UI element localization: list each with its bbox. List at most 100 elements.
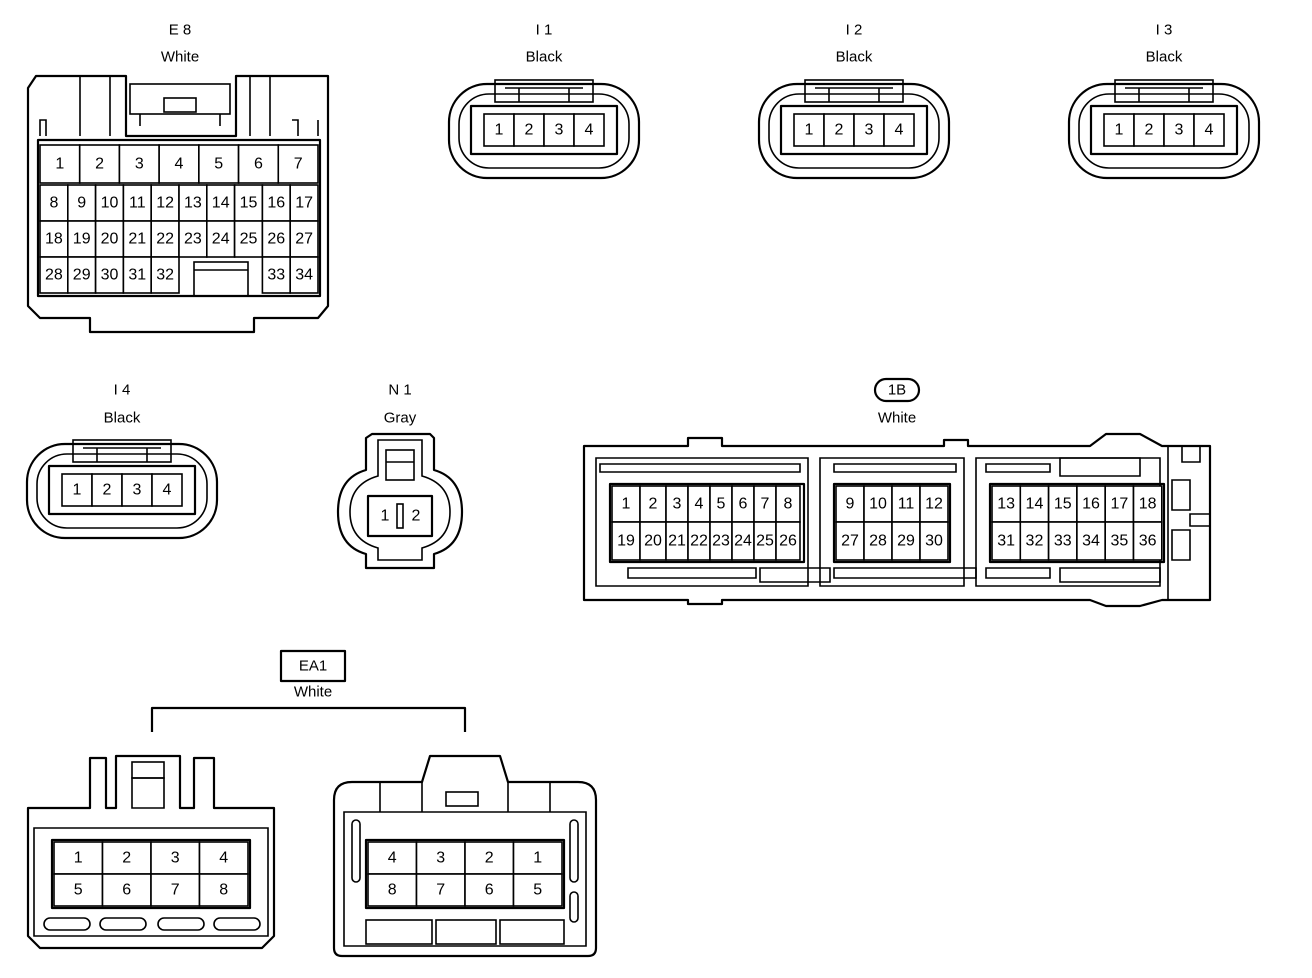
connector-i2-pin: 2 bbox=[835, 122, 844, 139]
connector-ea1-left-pin-cell bbox=[101, 841, 152, 875]
connector-ea1-left-pin: 3 bbox=[171, 850, 180, 867]
connector-1b-pin: 16 bbox=[1082, 496, 1100, 513]
connector-e8-pin: 24 bbox=[212, 231, 230, 248]
connector-i2-pin: 4 bbox=[895, 122, 904, 139]
connector-i4-pin: 3 bbox=[133, 482, 142, 499]
connector-e8-pin-cell bbox=[158, 144, 200, 184]
connector-ea1-color: White bbox=[294, 684, 332, 701]
connector-e8-pin: 26 bbox=[267, 231, 285, 248]
connector-ea1-left-pin-cell bbox=[53, 841, 104, 875]
connector-1b-pin-cell bbox=[1104, 521, 1135, 561]
connector-i1-code: I 1 bbox=[536, 22, 553, 39]
connector-i3-pin: 1 bbox=[1115, 122, 1124, 139]
connector-e8-pin-cell bbox=[122, 256, 153, 294]
connector-i2-color: Black bbox=[836, 49, 873, 66]
connector-e8-pin: 29 bbox=[73, 267, 91, 284]
connector-e8-pin: 23 bbox=[184, 231, 202, 248]
connector-1b-pin: 34 bbox=[1082, 533, 1100, 550]
connector-e8-pin: 30 bbox=[101, 267, 119, 284]
connector-e8-pin-cell bbox=[39, 220, 69, 258]
connector-1b-pin-cell bbox=[1076, 485, 1107, 523]
connector-i3-pin: 4 bbox=[1205, 122, 1214, 139]
connector-ea1-left-pin: 6 bbox=[122, 882, 131, 899]
connector-ea1-right-pin-cell bbox=[367, 873, 418, 907]
connector-e8-pin-cell bbox=[289, 256, 319, 294]
connector-i2-pin-cell bbox=[793, 113, 825, 147]
connector-e8-pin: 1 bbox=[55, 156, 64, 173]
connector-ea1-right-pin: 7 bbox=[436, 882, 445, 899]
connector-ea1-left-pin: 4 bbox=[219, 850, 228, 867]
connector-1b-pin: 8 bbox=[784, 496, 793, 513]
connector-e8-pin-cell bbox=[206, 220, 236, 258]
connector-ea1-right-pin-cell bbox=[512, 841, 563, 875]
connector-ea1-left-pin: 2 bbox=[122, 850, 131, 867]
connector-e8-pin-cell bbox=[122, 184, 153, 222]
connector-e8-pin: 14 bbox=[212, 195, 230, 212]
connector-e8-code: E 8 bbox=[169, 22, 192, 39]
connector-1b-pin-cell bbox=[1132, 521, 1163, 561]
connector-ea1-left-pin: 5 bbox=[74, 882, 83, 899]
connector-i4-color: Black bbox=[104, 410, 141, 427]
connector-e8-pin-cell bbox=[67, 256, 97, 294]
connector-1b-pin: 28 bbox=[869, 533, 887, 550]
connector-ea1-right-pin: 3 bbox=[436, 850, 445, 867]
connector-1b-pin: 13 bbox=[997, 496, 1015, 513]
connector-e8-pin-cell bbox=[67, 220, 97, 258]
connector-ea1-right-pin-cell bbox=[415, 841, 466, 875]
connector-n1: N 1 Gray 1 2 bbox=[336, 382, 464, 570]
connector-ea1-code: EA1 bbox=[299, 658, 327, 675]
connector-n1-pin: 2 bbox=[412, 508, 421, 525]
connector-i1-pin: 2 bbox=[525, 122, 534, 139]
connector-i3-pin: 3 bbox=[1175, 122, 1184, 139]
connector-1b-code-badge bbox=[873, 377, 921, 403]
connector-e8-pin-cell bbox=[261, 256, 291, 294]
connector-1b-pin: 3 bbox=[673, 496, 682, 513]
connector-i4-pin: 4 bbox=[163, 482, 172, 499]
connector-i1-pin-cell bbox=[573, 113, 605, 147]
connector-e8-pin: 3 bbox=[135, 156, 144, 173]
connector-1b-pin: 21 bbox=[668, 533, 686, 550]
connector-e8-pin: 11 bbox=[129, 195, 146, 212]
connector-e8-pin-cell bbox=[150, 256, 180, 294]
connector-1b-pin: 7 bbox=[761, 496, 770, 513]
connector-ea1-right-pin-cell bbox=[512, 873, 563, 907]
connector-e8-pin: 6 bbox=[254, 156, 263, 173]
connector-e8-pin-cell bbox=[178, 220, 208, 258]
connector-i1-pin: 3 bbox=[555, 122, 564, 139]
connector-e8-pin-cell bbox=[206, 184, 236, 222]
connector-i1-pin: 1 bbox=[495, 122, 504, 139]
connector-e8-pin-cell bbox=[67, 184, 97, 222]
connector-1b-pin-cell bbox=[639, 485, 667, 523]
connector-i3-pin: 2 bbox=[1145, 122, 1154, 139]
connector-e8-pin: 31 bbox=[128, 267, 146, 284]
connector-ea1-left-pin: 8 bbox=[219, 882, 228, 899]
connector-1b-pin: 4 bbox=[695, 496, 704, 513]
connector-1b-pin: 30 bbox=[925, 533, 943, 550]
connector-ea1-left-pin: 1 bbox=[74, 850, 83, 867]
connector-ea1-right-pin: 2 bbox=[485, 850, 494, 867]
connector-e8-pin: 13 bbox=[184, 195, 202, 212]
connector-i4-pin-cell bbox=[61, 473, 93, 507]
connector-ea1-left-pin-cell bbox=[150, 873, 201, 907]
connector-ea1-right-pin-cell bbox=[415, 873, 466, 907]
connector-e8-pin: 27 bbox=[295, 231, 313, 248]
connector-e8-pin: 25 bbox=[240, 231, 258, 248]
connector-e8-pin: 12 bbox=[156, 195, 174, 212]
connector-n1-code: N 1 bbox=[388, 382, 411, 399]
connector-1b-pin-cell bbox=[611, 521, 641, 561]
connector-e8-pin-cell bbox=[178, 184, 208, 222]
connector-e8-pin: 19 bbox=[73, 231, 91, 248]
connector-1b-pin: 31 bbox=[997, 533, 1015, 550]
connector-ea1-left-pin-cell bbox=[198, 873, 249, 907]
connector-1b-pin-cell bbox=[611, 485, 641, 523]
connector-ea1-right-pin: 4 bbox=[388, 850, 397, 867]
connector-e8-pin-cell bbox=[122, 220, 153, 258]
connector-1b-pin: 33 bbox=[1054, 533, 1072, 550]
connector-ea1-right-pin: 1 bbox=[533, 850, 542, 867]
connector-i4-pin: 1 bbox=[73, 482, 82, 499]
connector-e8-pin: 16 bbox=[267, 195, 285, 212]
